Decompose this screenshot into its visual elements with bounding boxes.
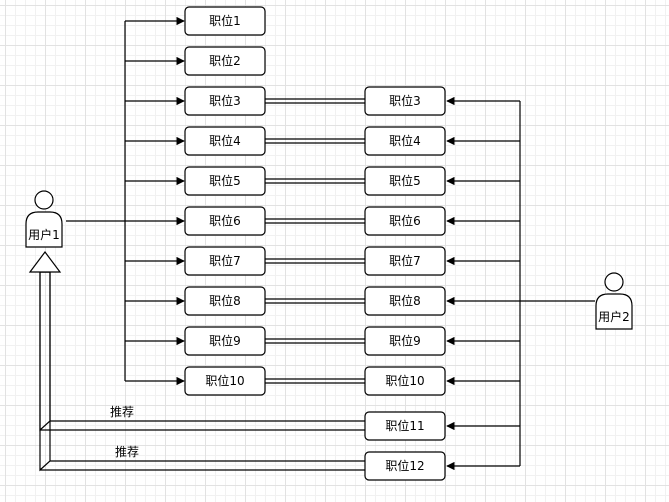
left-box-8-label: 职位8 xyxy=(209,293,241,308)
right-box-2-label: 职位4 xyxy=(389,133,421,148)
recommend-arrowhead xyxy=(28,251,62,273)
left-box-8-rect xyxy=(184,286,266,316)
right-box-9-rect xyxy=(364,411,446,441)
right-box-4[interactable]: 职位6 xyxy=(364,206,446,236)
right-box-5-label: 职位7 xyxy=(389,253,421,268)
left-box-10-label: 职位10 xyxy=(205,373,244,388)
left-box-2-rect xyxy=(184,46,266,76)
right-box-3-label: 职位5 xyxy=(389,173,421,188)
right-box-8-rect xyxy=(364,366,446,396)
left-box-9[interactable]: 职位9 xyxy=(184,326,266,356)
left-box-1-label: 职位1 xyxy=(209,13,241,28)
right-box-7-rect xyxy=(364,326,446,356)
right-box-7[interactable]: 职位9 xyxy=(364,326,446,356)
right-box-10-label: 职位12 xyxy=(385,458,424,473)
left-box-9-rect xyxy=(184,326,266,356)
recommend-label-1: 推荐 xyxy=(110,405,134,419)
left-box-8[interactable]: 职位8 xyxy=(184,286,266,316)
user2-actor-label: 用户2 xyxy=(598,309,630,324)
left-box-7-label: 职位7 xyxy=(209,253,241,268)
right-box-2-rect xyxy=(364,126,446,156)
right-box-9-label: 职位11 xyxy=(385,418,424,433)
right-box-9[interactable]: 职位11 xyxy=(364,411,446,441)
left-box-3-label: 职位3 xyxy=(209,93,241,108)
right-box-6-rect xyxy=(364,286,446,316)
right-box-8-label: 职位10 xyxy=(385,373,424,388)
right-box-2[interactable]: 职位4 xyxy=(364,126,446,156)
recommend-label-2: 推荐 xyxy=(115,445,139,459)
left-box-7[interactable]: 职位7 xyxy=(184,246,266,276)
right-box-3[interactable]: 职位5 xyxy=(364,166,446,196)
left-box-7-rect xyxy=(184,246,266,276)
left-box-10[interactable]: 职位10 xyxy=(184,366,266,396)
right-box-10[interactable]: 职位12 xyxy=(364,451,446,481)
recommend-path-1 xyxy=(39,271,51,472)
right-box-7-label: 职位9 xyxy=(389,333,421,348)
left-box-5[interactable]: 职位5 xyxy=(184,166,266,196)
left-box-1[interactable]: 职位1 xyxy=(184,6,266,36)
user1-actor-head xyxy=(34,190,54,210)
left-box-5-rect xyxy=(184,166,266,196)
right-box-3-rect xyxy=(364,166,446,196)
right-box-1-rect xyxy=(364,86,446,116)
left-box-2-label: 职位2 xyxy=(209,53,241,68)
right-box-6[interactable]: 职位8 xyxy=(364,286,446,316)
left-box-10-rect xyxy=(184,366,266,396)
left-box-6-label: 职位6 xyxy=(209,213,241,228)
right-box-10-rect xyxy=(364,451,446,481)
right-box-1[interactable]: 职位3 xyxy=(364,86,446,116)
right-box-1-label: 职位3 xyxy=(389,93,421,108)
user1-actor-body xyxy=(25,211,63,248)
right-box-6-label: 职位8 xyxy=(389,293,421,308)
left-box-1-rect xyxy=(184,6,266,36)
left-box-6-rect xyxy=(184,206,266,236)
left-box-4[interactable]: 职位4 xyxy=(184,126,266,156)
left-box-9-label: 职位9 xyxy=(209,333,241,348)
left-box-6[interactable]: 职位6 xyxy=(184,206,266,236)
right-box-5[interactable]: 职位7 xyxy=(364,246,446,276)
right-box-8[interactable]: 职位10 xyxy=(364,366,446,396)
left-box-3-rect xyxy=(184,86,266,116)
user2-actor-body xyxy=(595,293,633,330)
left-box-4-rect xyxy=(184,126,266,156)
user1-actor-label: 用户1 xyxy=(28,227,60,242)
left-box-5-label: 职位5 xyxy=(209,173,241,188)
left-box-3[interactable]: 职位3 xyxy=(184,86,266,116)
user1-actor[interactable]: 用户1 xyxy=(25,190,63,248)
right-box-4-label: 职位6 xyxy=(389,213,421,228)
right-box-4-rect xyxy=(364,206,446,236)
user2-actor-head xyxy=(604,272,624,292)
recommend-path-2 xyxy=(39,271,51,432)
left-box-2[interactable]: 职位2 xyxy=(184,46,266,76)
user2-actor[interactable]: 用户2 xyxy=(595,272,633,330)
right-box-5-rect xyxy=(364,246,446,276)
left-box-4-label: 职位4 xyxy=(209,133,241,148)
